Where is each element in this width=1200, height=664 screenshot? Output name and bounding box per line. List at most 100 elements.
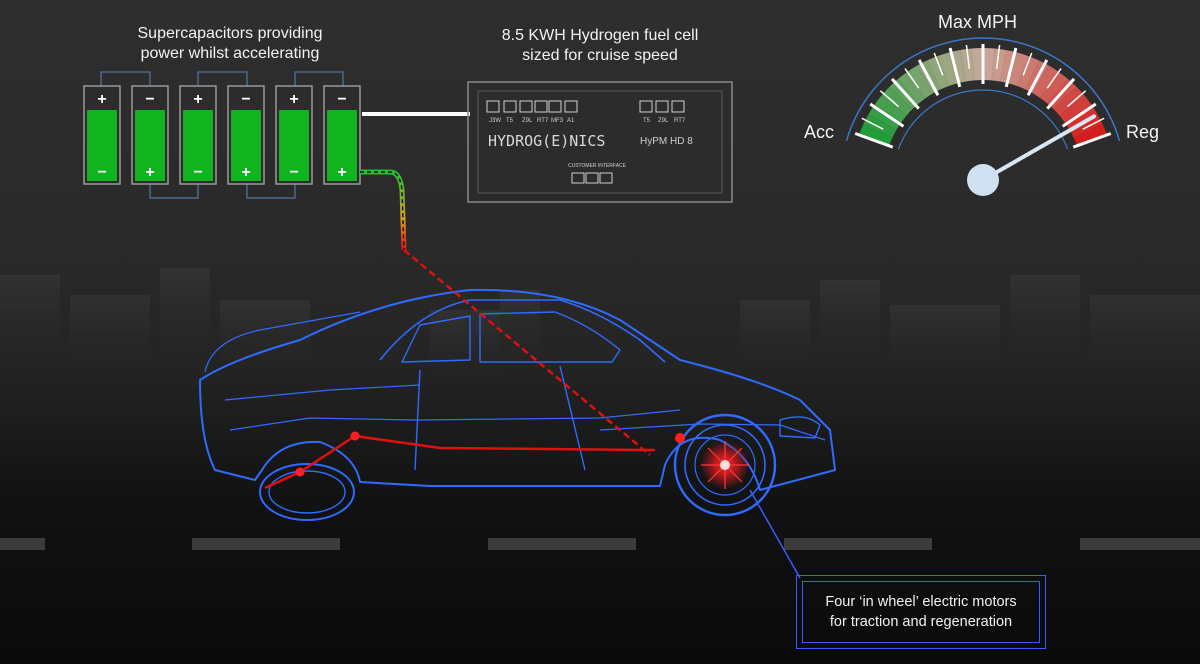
gauge-band-segment <box>960 48 975 82</box>
capacitor-terminal-bottom: + <box>145 164 154 181</box>
fuel-cell-caption-line2: sized for cruise speed <box>522 47 678 64</box>
gauge-tick <box>1061 102 1097 128</box>
capacitor-terminal-top: + <box>193 91 202 108</box>
supercapacitor-caption-line1: Supercapacitors providing <box>137 25 323 42</box>
gauge-band-segment <box>1033 65 1059 99</box>
capacitor-terminal-top: − <box>241 91 250 108</box>
internal-power-routing <box>264 249 656 490</box>
capacitor-cell-3: +− <box>179 85 217 185</box>
capacitor-cell-6: −+ <box>323 85 361 185</box>
power-cable <box>360 169 407 251</box>
pin-label: T5 <box>506 118 514 124</box>
skyline <box>0 268 1200 400</box>
gauge-inner-ring <box>897 89 1069 150</box>
pin-label: RT7 <box>537 118 549 124</box>
fuel-cell-brand: HYDROG(E)NICS <box>488 132 605 150</box>
gauge-tick <box>917 59 940 96</box>
car-wireframe <box>199 288 836 521</box>
pin-label: RT7 <box>674 118 686 124</box>
pin-label: Z9L <box>522 118 533 124</box>
capacitor-terminal-top: + <box>289 91 298 108</box>
supercapacitor-caption: Supercapacitors providing power whilst a… <box>100 24 360 64</box>
gauge-tick <box>1072 132 1112 149</box>
gauge-band-segment <box>863 114 897 138</box>
gauge-band-segment <box>937 52 958 87</box>
gauge-band-segment <box>907 65 933 99</box>
gauge-band-segment <box>991 48 1006 82</box>
gauge-band-segment <box>1040 71 1068 104</box>
gauge-band-segment <box>971 48 983 81</box>
gauge-tick <box>854 132 894 149</box>
gauge-hub <box>967 164 999 196</box>
fuel-cell-caption-line1: 8.5 KWH Hydrogen fuel cell <box>501 27 699 44</box>
capacitor-terminal-bottom: − <box>289 164 298 181</box>
capacitor-terminal-top: − <box>145 91 154 108</box>
gauge-band-segment <box>868 104 902 130</box>
gauge-tick <box>948 47 962 88</box>
capacitor-cell-4: −+ <box>227 85 265 185</box>
connector-grid-right <box>639 100 685 113</box>
gauge-band-segment <box>983 48 995 81</box>
gauge-outer-ring <box>845 37 1121 142</box>
motor-caption-line1: Four ‘in wheel’ electric motors <box>825 594 1017 610</box>
gauge-needle <box>981 114 1097 182</box>
gauge-band-segment <box>881 86 913 116</box>
capacitor-terminal-bottom: + <box>337 164 346 181</box>
gauge-band-segment <box>874 95 907 123</box>
gauge-max-label: Max MPH <box>938 12 1018 32</box>
capacitor-terminal-top: + <box>97 91 106 108</box>
customer-interface-label: CUSTOMER INTERFACE <box>568 163 627 169</box>
road-markings <box>0 538 1200 550</box>
front-wheel-motor <box>701 441 749 489</box>
pin-label: MF3 <box>551 118 564 124</box>
gauge-band-segment <box>1073 124 1108 146</box>
gauge-tick <box>869 102 905 128</box>
motor-callout: Four ‘in wheel’ electric motors for trac… <box>796 575 1046 649</box>
supercapacitor-bank: +−−++−−++−−+ <box>83 85 361 185</box>
gauge-tick <box>933 52 944 76</box>
gauge-acc-label: Acc <box>804 122 835 142</box>
gauge-band-segment <box>1017 55 1039 90</box>
gauge-band-segment <box>1059 95 1092 123</box>
gauge-tick <box>965 44 971 69</box>
gauge-band-segment <box>1064 104 1098 130</box>
capacitor-cell-1: +− <box>83 85 121 185</box>
fuel-cell-model: HyPM HD 8 <box>640 136 693 147</box>
gauge-band-segment <box>1069 114 1103 138</box>
speed-gauge <box>845 37 1121 196</box>
pin-label: J3W <box>489 118 501 124</box>
gauge-tick <box>995 44 1001 69</box>
capacitor-cell-5: +− <box>275 85 313 185</box>
gauge-reg-label: Reg <box>1126 122 1160 142</box>
gauge-tick <box>904 68 920 89</box>
gauge-tick <box>1046 77 1076 110</box>
interface-connector <box>571 172 613 184</box>
gauge-band-segment <box>858 124 893 146</box>
gauge-tick <box>1026 59 1049 96</box>
motor-caption-line2: for traction and regeneration <box>829 614 1013 630</box>
gauge-tick <box>879 90 899 108</box>
supercapacitor-caption-line2: power whilst accelerating <box>140 45 320 62</box>
gauge-tick <box>1067 90 1087 108</box>
gauge-tick <box>1004 47 1018 88</box>
capacitor-terminal-bottom: − <box>97 164 106 181</box>
pin-label: A1 <box>567 118 575 124</box>
gauge-band-segment <box>1053 86 1085 116</box>
capacitor-cell-2: −+ <box>131 85 169 185</box>
motor-callout-pointer <box>749 489 801 579</box>
capacitor-terminal-top: − <box>337 91 346 108</box>
connector-grid-left <box>486 100 578 113</box>
gauge-tick <box>861 117 884 130</box>
capacitor-terminal-bottom: + <box>241 164 250 181</box>
capacitor-terminal-bottom: − <box>193 164 202 181</box>
motor-nodes <box>295 431 685 477</box>
gauge-tick <box>1022 52 1033 76</box>
gauge-band-segment <box>898 71 926 104</box>
gauge-band-segment <box>927 55 949 90</box>
gauge-tick <box>1082 117 1105 130</box>
gauge-tick <box>1046 68 1062 89</box>
pin-label: T5 <box>643 118 651 124</box>
capacitor-wiring <box>100 71 344 199</box>
